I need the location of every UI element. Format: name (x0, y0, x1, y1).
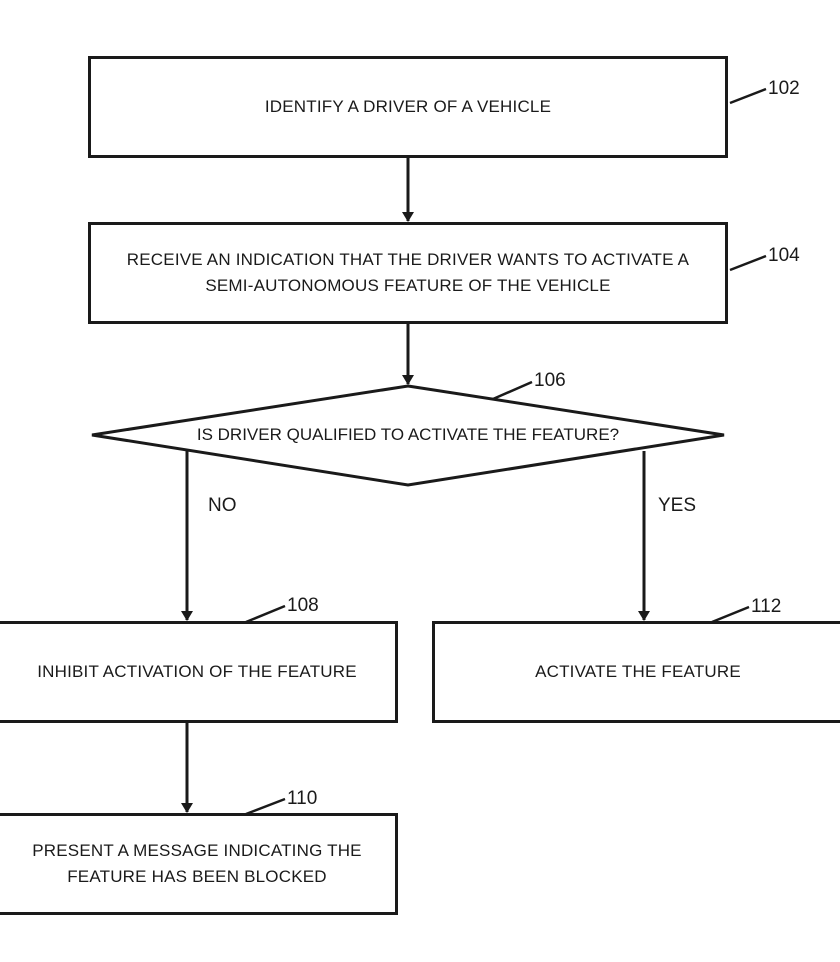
step-102-line-1: IDENTIFY A DRIVER OF A VEHICLE (264, 97, 552, 116)
ref-108: 108 (287, 595, 319, 616)
decision-106-text: IS DRIVER QUALIFIED TO ACTIVATE THE FEAT… (196, 425, 620, 444)
step-104-line-1: RECEIVE AN INDICATION THAT THE DRIVER WA… (126, 250, 690, 269)
leader-110 (245, 797, 286, 816)
leader-104 (729, 254, 767, 272)
ref-112: 112 (751, 596, 782, 617)
step-104-line-2: SEMI-AUTONOMOUS FEATURE OF THE VEHICLE (205, 276, 611, 295)
leader-102 (729, 87, 767, 105)
branch-yes-label: YES (658, 495, 697, 516)
step-102-box: IDENTIFY A DRIVER OF A VEHICLE (88, 56, 728, 158)
leader-108 (245, 604, 286, 624)
step-104-box: RECEIVE AN INDICATION THAT THE DRIVER WA… (88, 222, 728, 324)
branch-no-label: NO (208, 495, 237, 516)
leader-106 (492, 380, 533, 401)
decision-diamond (91, 384, 725, 487)
ref-104: 104 (768, 245, 800, 266)
ref-110: 110 (287, 788, 318, 809)
step-110-line-2: FEATURE HAS BEEN BLOCKED (67, 867, 327, 886)
leader-112 (711, 605, 750, 624)
step-112-line-1: ACTIVATE THE FEATURE (535, 662, 741, 681)
ref-102: 102 (768, 78, 800, 99)
step-112-box: ACTIVATE THE FEATURE (432, 621, 840, 723)
step-108-line-1: INHIBIT ACTIVATION OF THE FEATURE (37, 662, 357, 681)
step-110-line-1: PRESENT A MESSAGE INDICATING THE (32, 841, 362, 860)
step-110-box: PRESENT A MESSAGE INDICATING THE FEATURE… (0, 813, 398, 915)
ref-106: 106 (534, 370, 566, 391)
step-108-box: INHIBIT ACTIVATION OF THE FEATURE (0, 621, 398, 723)
